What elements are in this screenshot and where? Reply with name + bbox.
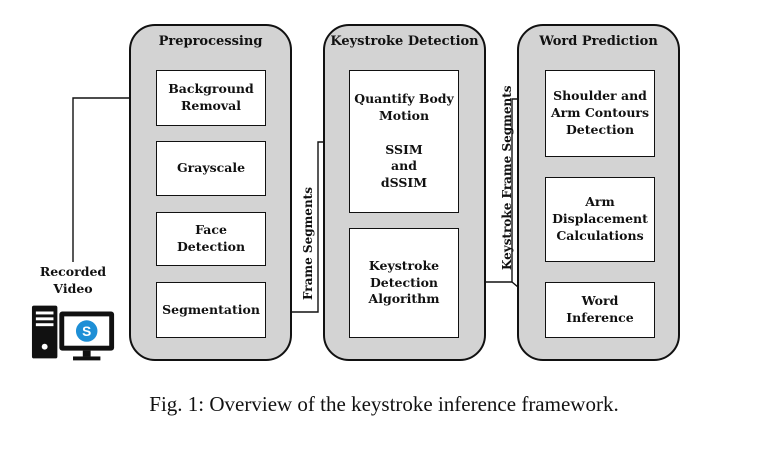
quantify-body-motion-box: Quantify Body Motion SSIM and dSSIM (349, 70, 459, 213)
segmentation-box: Segmentation (156, 282, 266, 338)
skype-letter: S (82, 324, 91, 339)
keystroke-detection-title: Keystroke Detection (330, 34, 479, 49)
word-inference-box: Word Inference (545, 282, 655, 338)
frame-segments-label: Frame Segments (301, 187, 315, 300)
computer-skype-icon: S (31, 305, 115, 361)
keystroke-detection-algorithm-box: Keystroke Detection Algorithm (349, 228, 459, 338)
face-detection-box: Face Detection (156, 212, 266, 266)
recorded-video-label: Recorded Video (39, 264, 107, 296)
arrow-video-to-background-removal (72, 93, 155, 262)
word-prediction-title: Word Prediction (539, 34, 658, 49)
shoulder-arm-contours-box: Shoulder and Arm Contours Detection (545, 70, 655, 157)
preprocessing-title: Preprocessing (158, 34, 263, 49)
background-removal-box: Background Removal (156, 70, 266, 126)
grayscale-box: Grayscale (156, 141, 266, 196)
arm-displacement-box: Arm Displacement Calculations (545, 177, 655, 262)
figure-caption: Fig. 1: Overview of the keystroke infere… (149, 392, 619, 416)
keystroke-frame-segments-label: Keystroke Frame Segments (500, 85, 514, 271)
